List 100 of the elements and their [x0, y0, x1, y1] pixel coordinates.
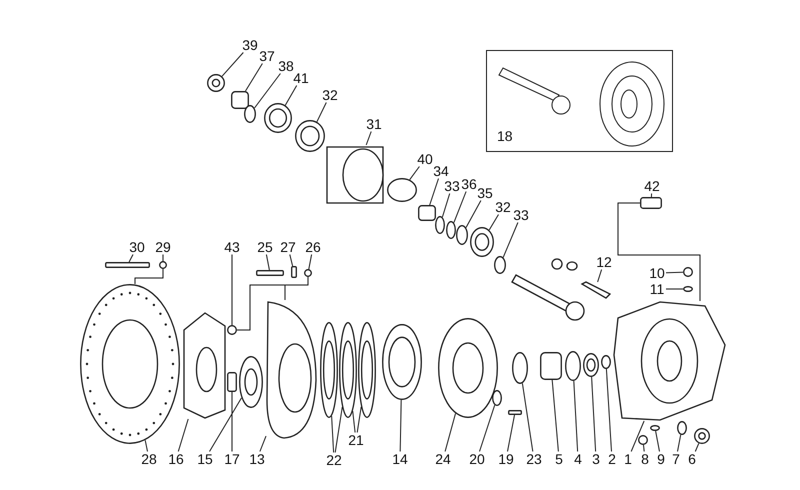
bolt-drawing — [508, 410, 522, 415]
callout-number: 19 — [497, 452, 515, 466]
cover-drawing — [266, 300, 318, 440]
spacer-drawing — [227, 372, 237, 392]
callout-number: 17 — [223, 452, 241, 466]
callout-number: 34 — [432, 164, 450, 178]
bracket-line — [236, 276, 308, 330]
nut-drawing — [304, 269, 312, 277]
ring-drawing — [565, 351, 581, 381]
bolt-drawing — [638, 435, 648, 445]
gearbox-housing-drawing — [613, 301, 726, 421]
leader-line — [209, 397, 242, 452]
washer-drawing — [159, 261, 167, 269]
plug-drawing — [694, 428, 710, 444]
bolt-drawing — [683, 267, 693, 277]
callout-number: 25 — [256, 240, 274, 254]
callout-number: 38 — [277, 58, 295, 74]
leader-line — [308, 254, 312, 270]
leader-line — [573, 380, 578, 452]
leader-line — [334, 406, 343, 453]
o-ring-drawing — [387, 178, 417, 202]
leader-line — [259, 436, 266, 452]
nut-drawing — [207, 74, 225, 92]
brake-disc-drawing — [80, 284, 180, 444]
ring-drawing — [494, 256, 506, 274]
callout-number: 33 — [443, 178, 461, 194]
leader-line — [591, 376, 596, 452]
leader-line — [444, 413, 456, 452]
callout-number: 22 — [325, 452, 343, 468]
leader-line — [552, 380, 559, 452]
bearing-drawing — [295, 120, 325, 152]
bracket-line — [134, 268, 164, 284]
leader-line — [284, 85, 298, 106]
callout-number: 16 — [167, 452, 185, 466]
leader-line — [316, 102, 327, 122]
leader-line — [289, 254, 294, 266]
leader-line — [162, 254, 164, 262]
leader-line — [352, 410, 356, 433]
bearing-drawing — [583, 353, 599, 377]
callout-number: 15 — [196, 452, 214, 466]
bearing-drawing — [540, 352, 562, 380]
callout-number: 13 — [248, 452, 266, 466]
callout-number: 9 — [656, 452, 666, 466]
callout-number: 26 — [304, 240, 322, 254]
leader-line — [266, 254, 270, 270]
callout-number: 36 — [460, 176, 478, 192]
seal-drawing — [239, 356, 263, 408]
leader-line — [442, 193, 450, 218]
leader-line — [466, 200, 482, 228]
leader-line — [245, 63, 263, 92]
callout-number: 6 — [687, 452, 697, 466]
gasket-drawing — [339, 322, 357, 418]
bracket-line — [618, 202, 700, 302]
callout-number: 20 — [468, 452, 486, 466]
ring-drawing — [601, 355, 611, 369]
leader-line — [650, 193, 652, 198]
ring-drawing — [512, 352, 528, 384]
gasket-drawing — [358, 322, 376, 418]
flange-housing-drawing — [325, 145, 385, 205]
leader-line — [429, 178, 439, 206]
callout-number: 32 — [494, 200, 512, 214]
callout-number: 31 — [365, 116, 383, 132]
callout-number: 10 — [648, 266, 666, 280]
leader-line — [677, 434, 682, 452]
sleeve-drawing — [231, 91, 249, 109]
leader-line — [144, 440, 148, 452]
leader-line — [128, 254, 134, 262]
hub-drawing — [183, 312, 226, 419]
leader-line — [366, 131, 372, 146]
callout-number: 5 — [554, 452, 564, 466]
bearing-drawing — [470, 227, 494, 257]
ring-drawing — [446, 221, 456, 239]
callout-number: 35 — [476, 186, 494, 200]
callout-number: 1 — [623, 452, 633, 466]
callout-number: 42 — [643, 178, 661, 194]
leader-line — [606, 368, 612, 452]
callout-number: 41 — [292, 70, 310, 86]
callout-number: 29 — [154, 240, 172, 254]
bearing-drawing — [382, 324, 422, 400]
leader-line — [502, 222, 518, 258]
leader-line — [630, 420, 645, 452]
callout-number: 4 — [573, 452, 583, 466]
ring-drawing — [677, 421, 687, 435]
leader-line — [178, 418, 189, 452]
callout-number: 43 — [223, 240, 241, 254]
leader-line — [597, 269, 602, 282]
callout-number: 33 — [512, 208, 530, 222]
leader-line — [254, 73, 281, 108]
callout-number: 18 — [497, 129, 513, 143]
leader-line — [222, 52, 244, 77]
washer-drawing — [683, 286, 693, 292]
callout-number: 37 — [258, 48, 276, 64]
leader-line — [488, 214, 499, 230]
nut-drawing — [227, 325, 237, 335]
tab-washer-drawing — [291, 266, 297, 278]
washer-drawing — [650, 425, 660, 431]
leader-line — [666, 272, 684, 274]
ring-drawing — [456, 225, 468, 245]
leader-line — [453, 191, 467, 224]
leader-line — [655, 430, 660, 452]
